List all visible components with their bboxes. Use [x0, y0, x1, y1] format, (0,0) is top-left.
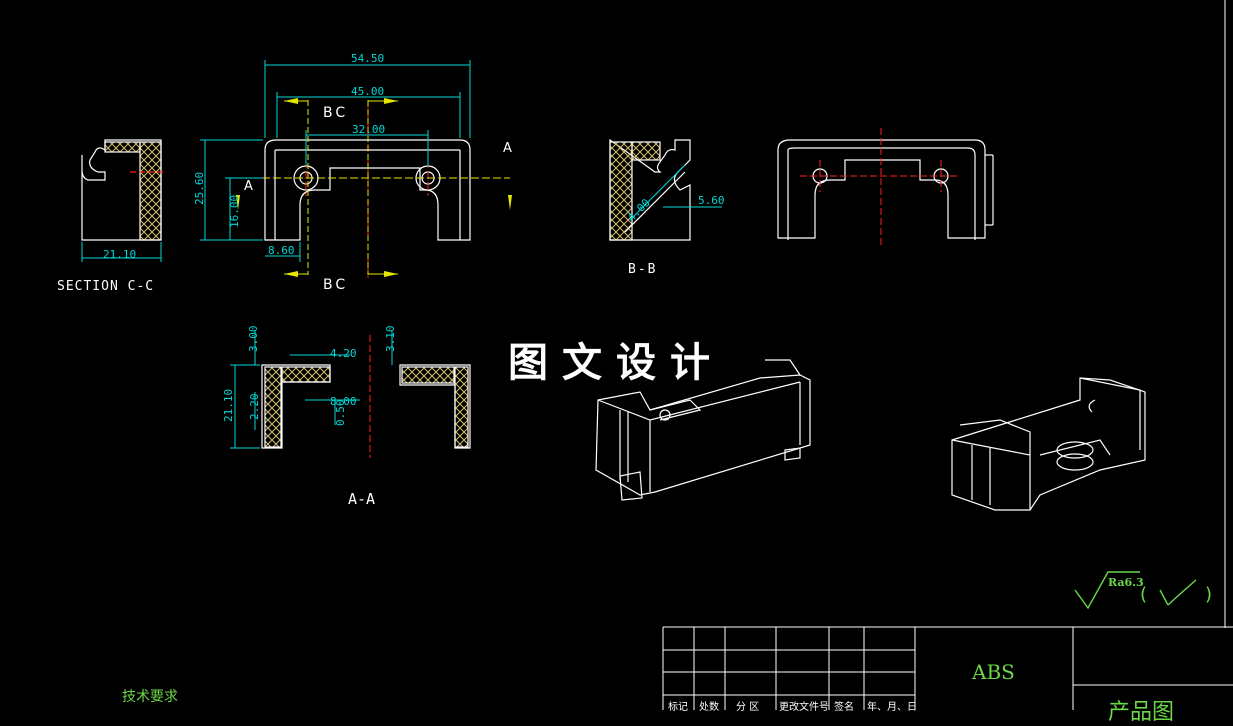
dim-aa-step: 0.50 — [334, 400, 347, 427]
label-a-left: A — [244, 179, 253, 194]
section-cc-label: SECTION C-C — [57, 279, 154, 294]
dim-inner-width: 45.00 — [351, 85, 384, 98]
label-a-right: A — [503, 141, 512, 156]
iso-view-1 — [595, 359, 811, 501]
dim-leg-width: 8.60 — [268, 244, 295, 257]
dim-hole-height: 16.00 — [228, 195, 241, 228]
top-view — [777, 139, 994, 240]
dim-aa-wall: 2.20 — [248, 394, 261, 421]
aa-dimensions — [230, 330, 393, 449]
dim-aa-bore: 8.00 — [330, 395, 357, 408]
tech-requirements-label: 技术要求 — [122, 689, 178, 705]
surface-ra-text: Ra6.3 — [1108, 576, 1144, 589]
tb-header-count: 处数 — [699, 702, 719, 713]
dim-cc-width — [81, 242, 162, 262]
section-bb-label: B-B — [628, 262, 657, 277]
dim-hole-spacing: 32.00 — [352, 123, 385, 136]
tb-header-signature: 签名 — [834, 702, 854, 713]
label-bc-top: BC — [323, 105, 348, 121]
section-aa-view — [261, 364, 471, 449]
cut-line-bc — [307, 100, 369, 275]
top-view-centerlines — [800, 128, 960, 248]
tb-header-zone: 分 区 — [736, 702, 760, 713]
dim-overall-width: 54.50 — [351, 52, 384, 65]
product-drawing-label: 产品图 — [1108, 700, 1175, 725]
arrow-a-left — [236, 195, 240, 210]
tb-header-mark: 标记 — [668, 702, 688, 713]
iso-view-2 — [951, 377, 1146, 511]
dim-bb-depth: 5.60 — [698, 194, 725, 207]
section-bb-view — [609, 138, 691, 241]
section-cc-view — [81, 139, 165, 241]
cad-drawing: 21.10 SECTION C-C A A BC BC — [57, 0, 1233, 710]
watermark-text: 图文设计 — [508, 339, 724, 386]
material-label: ABS — [972, 660, 1015, 684]
arrow-a-right — [508, 195, 512, 210]
surface-paren-open: ( — [1140, 584, 1147, 605]
surface-roughness-symbol — [1074, 571, 1197, 610]
dim-cc-width-text: 21.10 — [103, 248, 136, 261]
dim-aa-height: 21.10 — [222, 389, 235, 422]
dim-aa-hole: 4.20 — [330, 347, 357, 360]
dim-aa-right: 3.10 — [384, 326, 397, 353]
title-block — [662, 626, 1233, 710]
bb-dimensions — [629, 164, 722, 221]
dim-aa-top: 3.00 — [247, 326, 260, 353]
front-dimensions — [200, 60, 471, 262]
section-aa-label: A-A — [348, 490, 375, 508]
dim-height: 25.60 — [193, 172, 206, 205]
label-bc-bottom: BC — [323, 277, 348, 293]
tb-header-date: 年、月、日 — [867, 702, 917, 713]
surface-paren-close: ) — [1205, 584, 1212, 605]
tb-header-change-doc: 更改文件号 — [779, 702, 829, 713]
